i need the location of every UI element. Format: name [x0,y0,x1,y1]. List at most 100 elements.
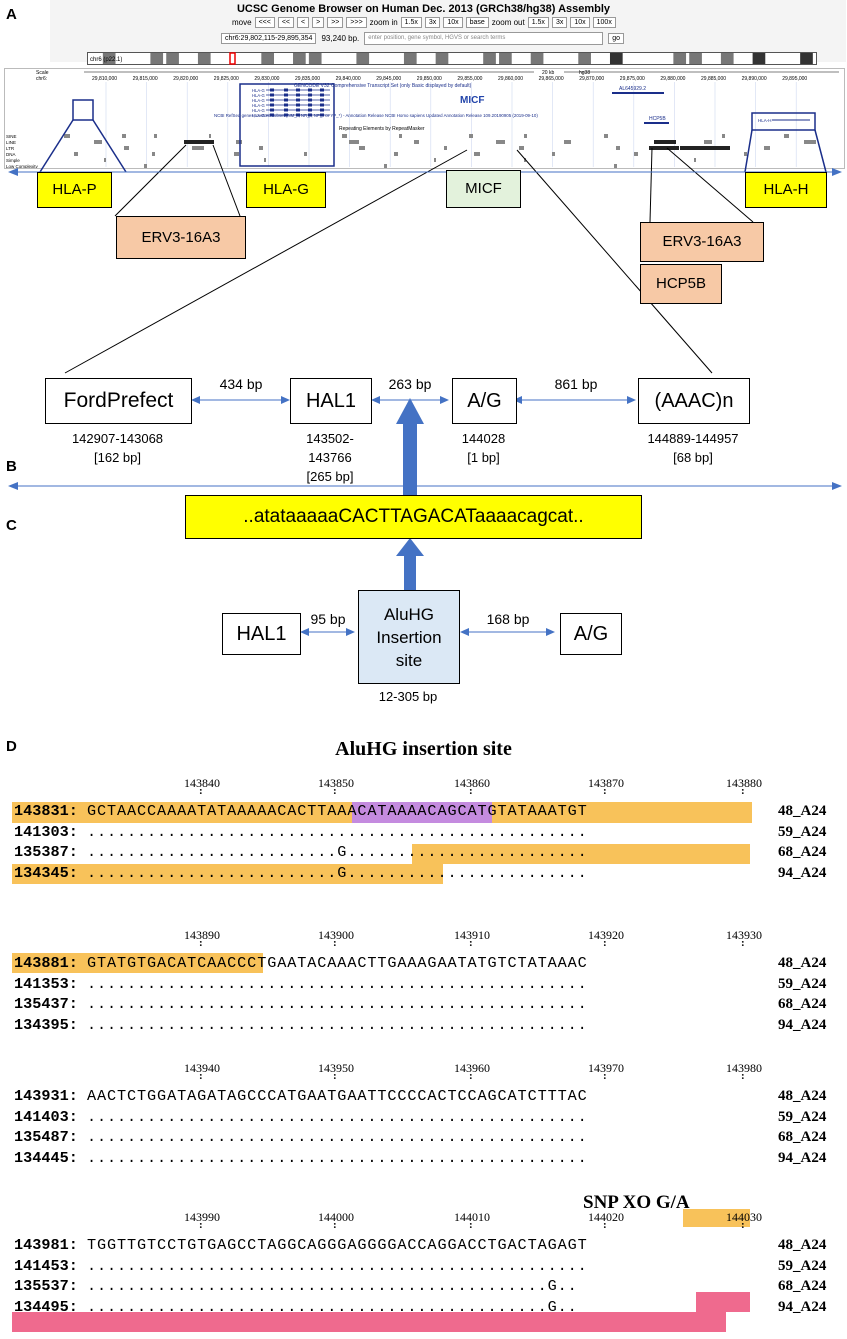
dist-434: 434 bp [219,376,263,392]
sample-id: 59_A24 [778,1257,827,1274]
repeat-class-label: LTR [6,146,15,151]
ruler-tick: : [199,1070,203,1082]
hal1-pos-1: 143502- [306,431,354,446]
ruler-label: 143900 [318,928,354,942]
coord-tick-label: 29,890,000 [742,76,767,82]
hal1-pos-2: 143766 [308,450,352,465]
sample-id: 94_A24 [778,1016,827,1033]
sample-id: 68_A24 [778,1129,827,1145]
erv3-left-label: ERV3-16A3 [116,216,246,259]
alignment-row: 135387:.........................G.......… [14,843,588,862]
alignment-title: AluHG insertion site [335,738,512,760]
panel-b-arrows [8,396,842,590]
highlight-144030 [683,1209,750,1227]
panel-c-letter: C [6,517,17,534]
coord-tick-label: 29,845,000 [376,76,401,82]
row-position: 141303: [14,822,78,841]
sample-id: 68_A24 [778,1278,827,1294]
move-button-0[interactable]: <<< [254,17,275,28]
ruler-label: 143930 [726,928,762,942]
move-button-3[interactable]: > [312,17,325,28]
ruler-label: 143960 [454,1061,490,1075]
hla-g-transcript-label: HLA-G [252,113,265,118]
hla-p-label: HLA-P [37,172,112,208]
zoom-out-button-1[interactable]: 3x [551,17,568,28]
ag-pos: 144028 [461,431,506,446]
row-position: 134345: [14,863,78,882]
move-button-5[interactable]: >>> [346,17,367,28]
ag-len: [1 bp] [467,450,500,465]
ruler-label: 144010 [454,1210,490,1224]
coord-tick-label: 29,870,000 [579,76,604,82]
repeat-label: Repeating Elements by RepeatMasker [339,126,425,132]
genome-browser-header [50,0,846,62]
go-button[interactable]: go [608,33,625,44]
move-button-2[interactable]: < [297,17,310,28]
dist-263: 263 bp [388,376,432,392]
panel-d-letter: D [6,738,17,755]
row-sequence: ........................................… [86,1148,588,1167]
ag-box-c: A/G [560,613,622,655]
zoom-out-button-0[interactable]: 1.5x [527,17,549,28]
zoom-in-button-2[interactable]: 10x [443,17,463,28]
assembly-text: hg38 [579,70,590,76]
erv3-right-label: ERV3-16A3 [640,222,764,262]
alignment-row: 134395:.................................… [14,1016,588,1035]
row-sequence: GTATGTGACATCAACCCTGAATACAAACTTGAAAGAATAT… [86,954,588,972]
row-sequence: ........................................… [86,974,588,993]
aluhg-insertion-box: AluHG Insertion site [358,590,460,684]
alignment-row: 141403:.................................… [14,1108,588,1127]
aluhg-line-2: Insertion [376,627,442,647]
zoom-out-button-2[interactable]: 10x [570,17,590,28]
highlight-68-snp [696,1292,750,1312]
row-position: 135487: [14,1128,78,1146]
row-sequence: ........................................… [86,995,588,1013]
coord-tick-label: 29,825,000 [214,76,239,82]
ruler-label: 143990 [184,1210,220,1224]
ruler-label: 143850 [318,776,354,790]
coord-tick-label: 29,850,000 [417,76,442,82]
zoom-in-button-1[interactable]: 3x [424,17,441,28]
genome-tracks [4,68,845,169]
coord-tick-label: 29,860,000 [498,76,523,82]
hla-g-transcript-label: HLA-G [252,98,265,103]
row-position: 134395: [14,1015,78,1034]
hal1-box-c: HAL1 [222,613,301,655]
row-position: 135437: [14,995,78,1013]
ag-box-b: A/G [452,378,517,424]
row-sequence: ........................................… [86,1277,578,1295]
zoom-in-button-3[interactable]: base [465,17,489,28]
repeat-class-label: DNA [6,152,16,157]
row-sequence: GCTAACCAAAATATAAAAACACTTAAACATAAAACAGCAT… [86,802,588,820]
position-display: chr6:29,802,115-29,895,354 [221,33,317,44]
sample-id: 68_A24 [778,996,827,1012]
hcp5b-label: HCP5B [640,264,722,304]
row-position: 135537: [14,1277,78,1295]
panel-b-letter: B [6,458,17,475]
ruler-tick: : [469,1219,473,1231]
aluhg-line-1: AluHG [383,604,435,624]
row-position: 141403: [14,1107,78,1126]
alignment-row: 134445:.................................… [14,1149,588,1168]
hla-g-transcript-label: HLA-G [252,108,265,113]
micf-track-label: MICF [460,95,484,106]
hla-g-transcript-label: HLA-G [252,93,265,98]
ruler-tick: : [199,1219,203,1231]
alignment-row: 141453:.................................… [14,1257,588,1276]
repeat-class-label: Low Complexity [6,164,39,168]
coord-tick-label: 29,840,000 [336,76,361,82]
row-sequence: ........................................… [86,1128,588,1146]
move-button-4[interactable]: >> [327,17,344,28]
ruler-label: 143880 [726,776,762,790]
search-input[interactable]: enter position, gene symbol, HGVS or sea… [364,32,604,45]
row-sequence: ........................................… [86,1107,588,1126]
move-button-1[interactable]: << [277,17,295,28]
ruler-label: 143860 [454,776,490,790]
zoom-out-button-3[interactable]: 100x [592,17,616,28]
sample-id: 59_A24 [778,975,827,992]
sample-id: 59_A24 [778,1108,827,1125]
hla-g-transcript-label: HLA-G [252,88,265,93]
sample-id: 94_A24 [778,1149,827,1166]
coord-tick-label: 29,835,000 [295,76,320,82]
zoom-in-button-0[interactable]: 1.5x [400,17,422,28]
